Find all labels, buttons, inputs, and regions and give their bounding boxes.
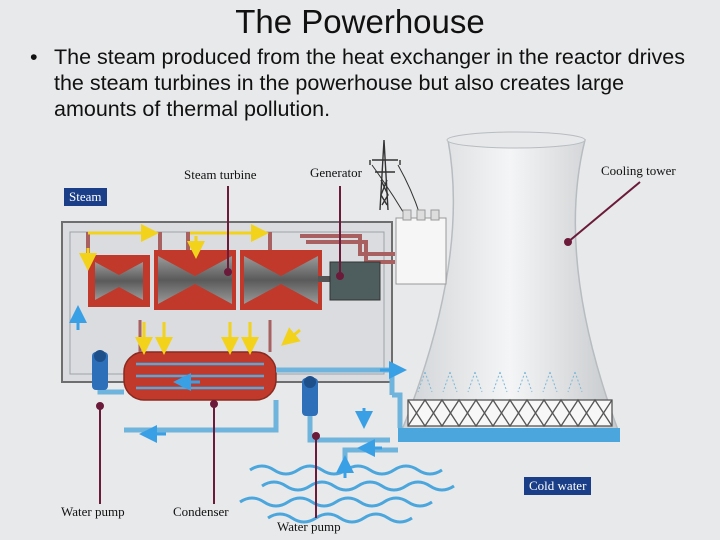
label-water-pump-left: Water pump <box>61 504 125 519</box>
water-pump-left-shape <box>92 350 108 390</box>
bullet-content: The steam produced from the heat exchang… <box>54 45 686 121</box>
cooling-tower-top <box>446 131 586 149</box>
water-pump-right-shape <box>302 376 318 416</box>
label-cold-water: Cold water <box>524 477 592 495</box>
label-steam-turbine: Steam turbine <box>184 167 257 182</box>
label-cooling-tower: Cooling tower <box>601 163 676 178</box>
bullet-text: • The steam produced from the heat excha… <box>30 44 690 122</box>
label-water-pump-bottom: Water pump <box>277 519 341 534</box>
generator <box>329 261 381 301</box>
slide-title: The Powerhouse <box>235 3 485 40</box>
turbine-lp2 <box>240 250 322 310</box>
label-generator: Generator <box>310 165 362 180</box>
bullet-dot: • <box>30 45 38 69</box>
steam-arrows <box>79 224 301 355</box>
cooling-fill <box>407 398 613 428</box>
river-waves <box>239 464 455 524</box>
condenser-tubes <box>136 362 264 390</box>
water-arrows <box>69 305 407 478</box>
label-steam: Steam <box>64 188 107 206</box>
transformer-insulators <box>402 209 440 221</box>
label-condenser: Condenser <box>173 504 229 519</box>
cooling-spray <box>417 371 583 393</box>
leader-lines <box>96 181 641 518</box>
transformer <box>395 217 447 285</box>
turbine-shaft <box>318 276 332 282</box>
turbine-hp <box>88 255 150 307</box>
cooling-basin <box>398 428 620 442</box>
transmission-tower <box>369 139 401 211</box>
turbine-lp1 <box>154 250 236 310</box>
